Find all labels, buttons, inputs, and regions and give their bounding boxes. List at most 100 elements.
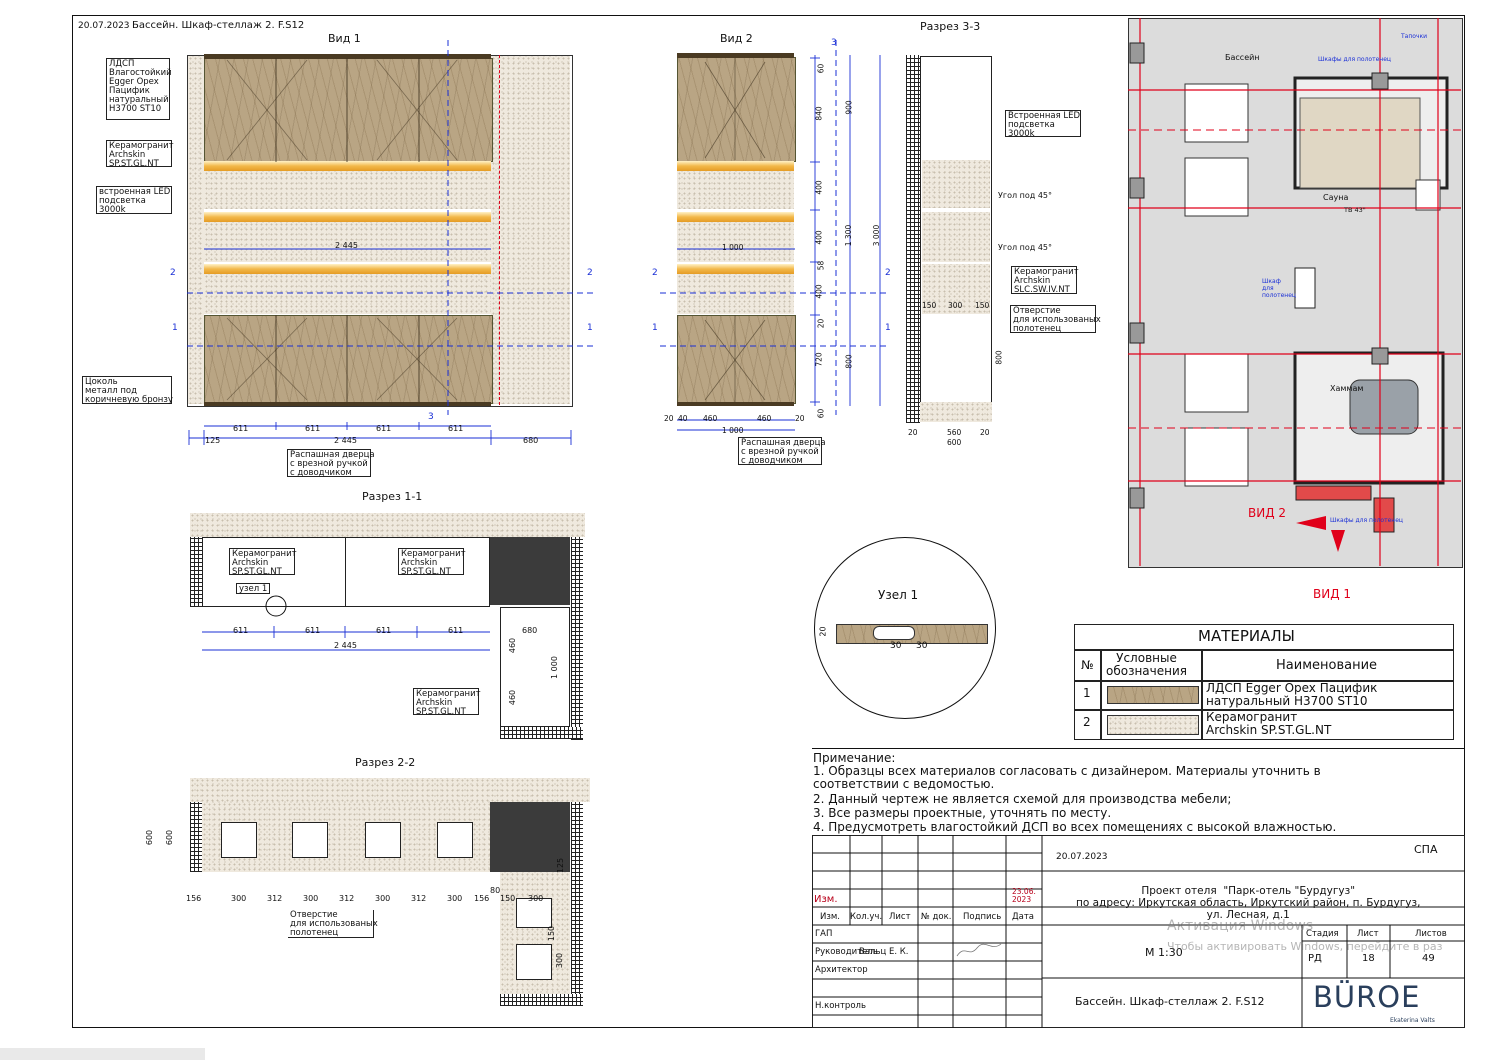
notes-line-2: соответствии с ведомостью. (813, 777, 995, 791)
detail-1-title: Узел 1 (878, 588, 919, 602)
section-3-3-dim-150a: 150 (922, 301, 937, 310)
detail-1-dim-30a: 30 (890, 641, 902, 651)
view-2-led-2 (677, 212, 794, 222)
section-2-2-dim-312b: 312 (339, 894, 355, 903)
section-2-2-dim-312a: 312 (267, 894, 283, 903)
section-1-1-label-uzel: узел 1 (236, 583, 270, 594)
view-1-dim-total: 2 445 (334, 436, 357, 445)
section-2-2-dim-156a: 156 (186, 894, 202, 903)
titleblock-izm-red: Изм. (814, 894, 838, 905)
view-2-dim-b460a: 460 (703, 414, 718, 423)
notes-line-1: 1. Образцы всех материалов согласовать с… (813, 764, 1321, 778)
view-1-label-led: встроенная LED подсветка 3000k (96, 186, 172, 215)
section-2-2-left-wall (190, 802, 202, 872)
titleblock-listov: 49 (1422, 953, 1435, 964)
view-2-top-band (677, 53, 794, 58)
brand-logo-sub: Ekaterina Valts (1390, 1017, 1435, 1024)
section-2-2-dim-300v: 300 (555, 952, 565, 969)
section-3-3-dim-20a: 20 (908, 428, 918, 437)
section-3-3-dim-20b: 20 (980, 428, 990, 437)
section-3-3-wall (906, 55, 920, 423)
view-2-title: Вид 2 (720, 32, 753, 45)
section-1-1-dim-611d: 611 (448, 626, 464, 635)
title-block (812, 835, 1465, 1028)
view-2-dim-b20b: 20 (795, 414, 805, 423)
section-2-2-top-stone (190, 778, 590, 802)
notes-title: Примечание: (813, 751, 896, 765)
section-1-1-top-stone (190, 513, 585, 537)
section-3-3-dim-150b: 150 (975, 301, 990, 310)
notes-line-5: 4. Предусмотреть влагостойкий ДСП во все… (813, 820, 1337, 834)
materials-head-symbol: Условные обозначения (1106, 651, 1187, 678)
section-3-3-label-hole: Отверстие для использованых полотенец (1010, 305, 1101, 334)
view-2-dim-60: 60 (816, 63, 826, 74)
view-1-plinth (204, 402, 491, 406)
view-2-niche-1 (677, 171, 794, 209)
section-2-2-dim-300d: 300 (447, 894, 463, 903)
section-2-2-dark-column (490, 802, 570, 872)
view-1-lower-doors (204, 315, 493, 404)
view-2-dim-400a: 400 (814, 180, 824, 195)
view-2-dim-60b: 60 (816, 408, 826, 419)
section-1-1-dim-611c: 611 (376, 626, 392, 635)
view-1-niche-3 (204, 274, 491, 314)
section-2-2-right-wall (571, 802, 583, 1005)
detail-1-circle (814, 537, 996, 719)
view-1-label-kera: Керамогранит Archskin SP.ST.GL.NT (106, 140, 174, 169)
section-1-1-dim-611a: 611 (233, 626, 249, 635)
section-2-2-dim-300c: 300 (375, 894, 391, 903)
view-1-title: Вид 1 (328, 32, 361, 45)
plan-label-hammam: Хаммам (1330, 384, 1364, 393)
titleblock-role-architect: Архитектор (815, 965, 868, 975)
view-1-led-strip-2 (204, 212, 491, 222)
section-3-3-niche-3 (922, 264, 990, 314)
materials-table (1074, 624, 1454, 740)
section-2-2-dim-300a: 300 (231, 894, 247, 903)
view-2-niche-2 (677, 222, 794, 262)
view-1-dim-611a: 611 (233, 424, 249, 433)
materials-row-2-num: 2 (1083, 715, 1091, 729)
section-1-1-dim-460a: 460 (508, 637, 518, 654)
materials-title: МАТЕРИАЛЫ (1198, 627, 1295, 645)
view-2-dim-b40: 40 (678, 414, 688, 423)
titleblock-list: 18 (1362, 953, 1375, 964)
section-2-2-dim-600b: 600 (165, 829, 175, 846)
section-3-3-dim-560: 560 (947, 428, 962, 437)
section-1-1-dark-column (490, 537, 570, 605)
section-3-3-niche-1 (922, 160, 990, 208)
view-1-dim-611c: 611 (376, 424, 392, 433)
view-2-dim-720: 720 (814, 352, 824, 367)
titleblock-col-kolich: Кол.уч. (850, 912, 883, 922)
section-1-1-label-kera-1: Керамогранит Archskin SP.ST.GL.NT (229, 548, 297, 577)
titleblock-role-control: Н.контроль (815, 1001, 866, 1011)
materials-row-1-name: ЛДСП Egger Opex Пацифик натуральный H370… (1206, 681, 1378, 708)
view-1-niche-2 (204, 222, 491, 262)
view-2-dim-3000: 3 000 (872, 224, 882, 247)
windows-activation-subtitle: Чтобы активировать Windows, перейдите в … (1167, 940, 1443, 953)
view-1-left-stone (188, 56, 204, 404)
section-1-1-right-wall (571, 537, 583, 740)
view-2-plinth (677, 402, 794, 406)
notes-line-3: 2. Данный чертеж не является схемой для … (813, 792, 1232, 806)
section-1-1-dim-1000: 1 000 (549, 656, 559, 679)
view-2-label-door: Распашная дверца с врезной ручкой с дово… (738, 437, 826, 466)
view-2-niche-3 (677, 274, 794, 314)
view-1-dim-680: 680 (523, 436, 539, 445)
plan-label-view-1: ВИД 1 (1313, 587, 1352, 601)
view-1-niche-1 (204, 171, 491, 209)
header-title: Бассейн. Шкаф-стеллаж 2. F.S12 (132, 20, 305, 31)
view-2-dim-58: 58 (816, 260, 826, 271)
titleblock-role-manager: Руководитель (815, 947, 878, 957)
section-2-2-dim-156b: 156 (474, 894, 490, 903)
titleblock-list-head: Лист (1357, 929, 1379, 939)
view-2-linework (660, 40, 890, 431)
section-2-2-dim-80: 80 (490, 886, 501, 895)
titleblock-project: Проект отеля "Парк-отель "Бурдугуз" по а… (1076, 885, 1421, 921)
titleblock-izm-date: 23.06. 2023 (1012, 887, 1036, 904)
section-2-2-label-hole: Отверстие для использованых полотенец (288, 910, 378, 938)
view-2-dim-800: 800 (844, 354, 854, 369)
materials-head-num: № (1081, 658, 1094, 672)
titleblock-col-list: Лист (889, 912, 911, 922)
plan-label-slippers: Тапочки (1401, 33, 1428, 40)
view-2-dim-b20a: 20 (664, 414, 674, 423)
